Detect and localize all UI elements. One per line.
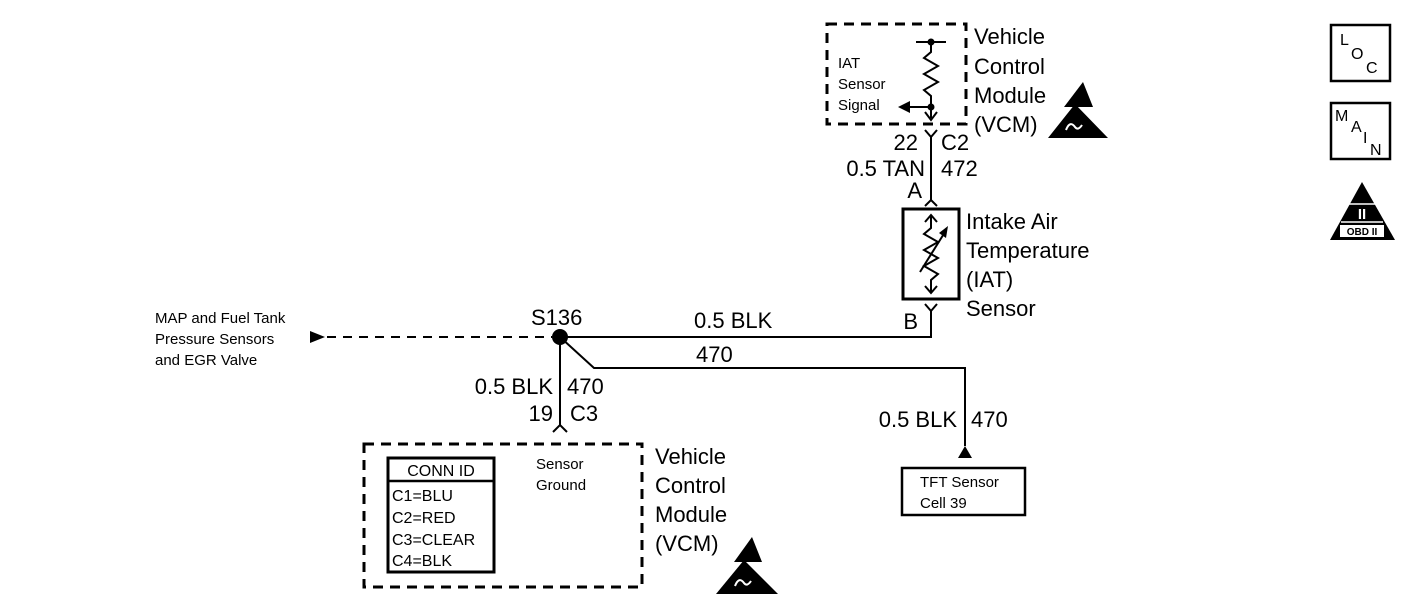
- esd-warning-icon: [716, 537, 778, 594]
- tft-ref-line-2: Cell 39: [920, 495, 967, 512]
- map-ref-line-3: and EGR Valve: [155, 352, 257, 369]
- tft-arrow-icon: [958, 446, 972, 458]
- vcm-top-dashed-box: [825, 22, 968, 126]
- main-letter: M: [1335, 108, 1348, 125]
- iat-wire-gauge-color: 0.5 TAN: [846, 156, 925, 181]
- vcm-bottom-title-line-2: Control: [655, 473, 726, 498]
- vcm-c3-terminal: [552, 423, 568, 433]
- main-letter: A: [1351, 119, 1362, 136]
- conn-id-table: CONN ID C1=BLU C2=RED C3=CLEAR C4=BLK: [386, 456, 496, 574]
- iat-title-line-2: Temperature: [966, 238, 1090, 263]
- conn-id-row: C2=RED: [392, 510, 456, 527]
- sensor-ground-line-1: Sensor: [536, 456, 584, 473]
- map-arrow-icon: [310, 331, 325, 343]
- ground-wire-tft-label: 470: [696, 342, 733, 367]
- conn-id-row: C1=BLU: [392, 488, 453, 505]
- vcm-top-pin-number: 22: [894, 130, 918, 155]
- esd-warning-icon: [1048, 82, 1108, 138]
- tft-wire-circuit: 470: [971, 407, 1008, 432]
- map-ref-line-2: Pressure Sensors: [155, 331, 274, 348]
- iat-pin-b: B: [903, 309, 918, 334]
- iat-pin-a: A: [907, 178, 922, 203]
- sensor-ground-line-2: Ground: [536, 477, 586, 494]
- vcm-top-title-line-2: Control: [974, 54, 1045, 79]
- iat-pin-b-terminal: [924, 303, 938, 313]
- vcm-top-title-line-3: Module: [974, 83, 1046, 108]
- conn-id-header: CONN ID: [407, 463, 475, 480]
- map-ref-line-1: MAP and Fuel Tank: [155, 310, 286, 327]
- thermistor-icon: [919, 213, 948, 295]
- loc-letter: O: [1351, 46, 1363, 63]
- iat-pin-a-terminal: [924, 198, 938, 207]
- splice-label: S136: [531, 305, 582, 330]
- iat-wire-circuit: 472: [941, 156, 978, 181]
- iat-sensor-box: [901, 207, 961, 301]
- vcm-bottom-dashed-box: [362, 442, 644, 589]
- vcm-wire-circuit: 470: [567, 374, 604, 399]
- vcm-bottom-title-line-3: Module: [655, 502, 727, 527]
- ground-wire-iat: [560, 311, 932, 338]
- vcm-top-signal-line-1: IAT: [838, 55, 860, 72]
- obd-ii-icon: II OBD II: [1330, 182, 1395, 240]
- iat-title-line-4: Sensor: [966, 296, 1036, 321]
- obd-label: OBD II: [1347, 227, 1378, 238]
- iat-sensor-signal-resistor-icon: [898, 38, 946, 122]
- vcm-bottom-connector-id: C3: [570, 401, 598, 426]
- vcm-bottom-pin-number: 19: [529, 401, 553, 426]
- vcm-bottom-title-line-1: Vehicle: [655, 444, 726, 469]
- vcm-c2-terminal: [924, 129, 938, 139]
- tft-sensor-reference-box: [900, 466, 1027, 517]
- tft-ref-line-1: TFT Sensor: [920, 474, 999, 491]
- iat-title-line-3: (IAT): [966, 267, 1013, 292]
- vcm-top-signal-line-3: Signal: [838, 97, 880, 114]
- loc-icon: L O C: [1329, 23, 1392, 83]
- vcm-wire-gauge-color: 0.5 BLK: [475, 374, 554, 399]
- ground-wire-top-label: 0.5 BLK: [694, 308, 773, 333]
- loc-letter: C: [1366, 60, 1378, 77]
- ground-wire-tft: [559, 336, 966, 446]
- main-letter: I: [1363, 130, 1367, 147]
- main-icon: M A I N: [1329, 101, 1392, 161]
- loc-letter: L: [1340, 32, 1349, 49]
- vcm-top-connector-id: C2: [941, 130, 969, 155]
- vcm-top-title-line-4: (VCM): [974, 112, 1038, 137]
- main-letter: N: [1370, 142, 1382, 159]
- vcm-bottom-title-line-4: (VCM): [655, 531, 719, 556]
- vcm-top-signal-line-2: Sensor: [838, 76, 886, 93]
- obd-numeral: II: [1358, 206, 1366, 223]
- conn-id-row: C4=BLK: [392, 553, 452, 570]
- conn-id-row: C3=CLEAR: [392, 532, 475, 549]
- vcm-top-title-line-1: Vehicle: [974, 24, 1045, 49]
- tft-wire-gauge-color: 0.5 BLK: [879, 407, 958, 432]
- iat-title-line-1: Intake Air: [966, 209, 1058, 234]
